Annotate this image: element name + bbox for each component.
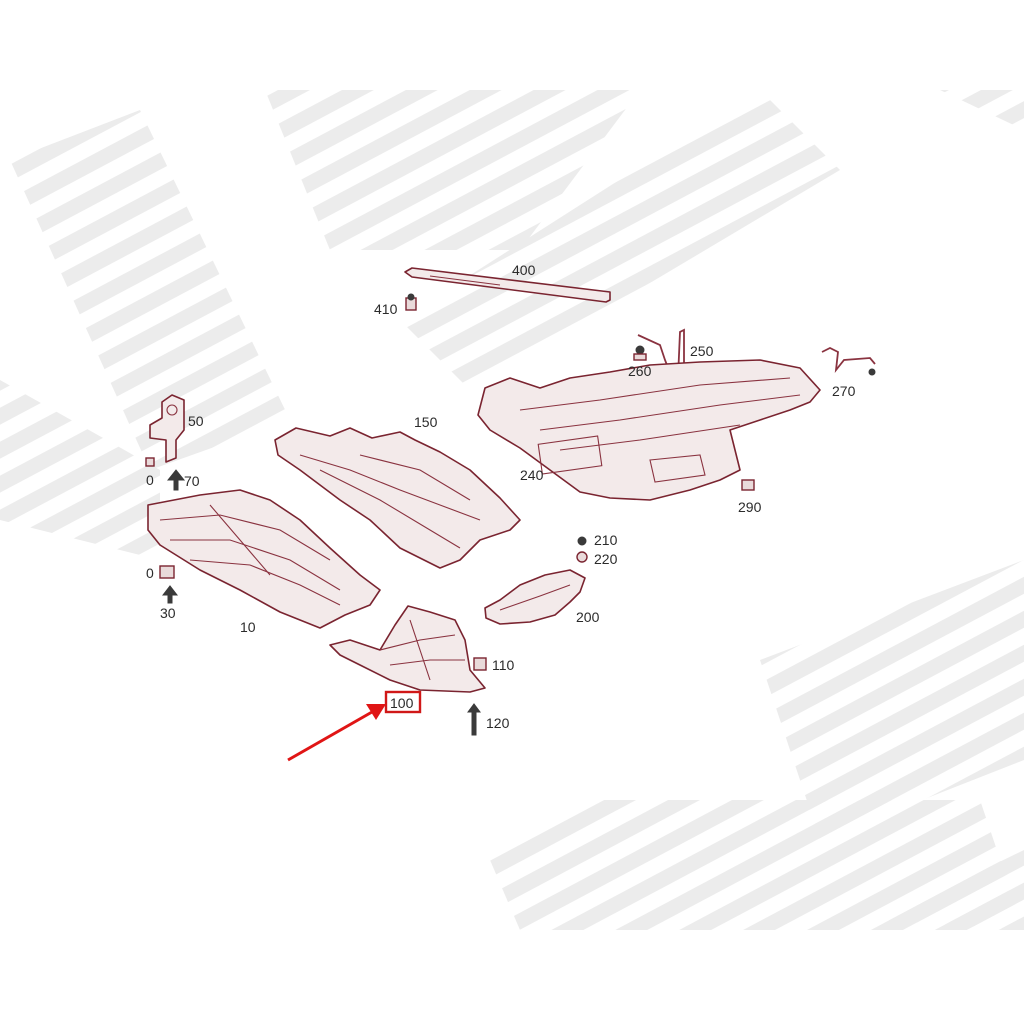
fastener-0b[interactable] [159,565,175,579]
part-200-cover[interactable] [484,569,586,625]
fastener-220[interactable] [576,551,588,563]
callout-100: 100 [390,695,414,711]
part-50-bracket[interactable] [149,394,185,463]
callout-50: 50 [188,413,204,429]
callout-0b: 0 [146,565,154,581]
callout-10: 10 [240,619,256,635]
watermark [0,90,1024,930]
fastener-290[interactable] [741,479,755,491]
callout-200: 200 [576,609,600,625]
part-240-panel[interactable] [477,359,821,501]
fastener-70[interactable] [166,469,186,491]
callout-150: 150 [414,414,438,430]
fastener-30[interactable] [161,585,179,604]
fastener-260[interactable] [633,345,647,361]
callout-120: 120 [486,715,510,731]
callout-290: 290 [738,499,762,515]
callout-250: 250 [690,343,714,359]
callout-260: 260 [628,363,652,379]
callout-410: 410 [374,301,398,317]
fastener-110[interactable] [473,657,487,671]
part-10-panel[interactable] [147,489,381,629]
fastener-210[interactable] [577,536,587,546]
callout-70: 70 [184,473,200,489]
callout-210: 210 [594,532,618,548]
part-150-panel[interactable] [274,427,521,569]
callout-270: 270 [832,383,856,399]
red-arrow-icon [287,704,386,762]
fastener-410[interactable] [405,293,417,311]
part-100-panel[interactable] [329,605,486,693]
callout-220: 220 [594,551,618,567]
part-270-bracket[interactable] [821,346,876,376]
callout-110: 110 [492,657,515,673]
fastener-0a[interactable] [145,457,155,467]
callout-240: 240 [520,467,544,483]
callout-400: 400 [512,262,536,278]
highlight-box-100 [384,690,422,714]
callout-30: 30 [160,605,176,621]
callout-0a: 0 [146,472,154,488]
fastener-120[interactable] [467,703,481,736]
part-400-rod[interactable] [404,267,611,303]
